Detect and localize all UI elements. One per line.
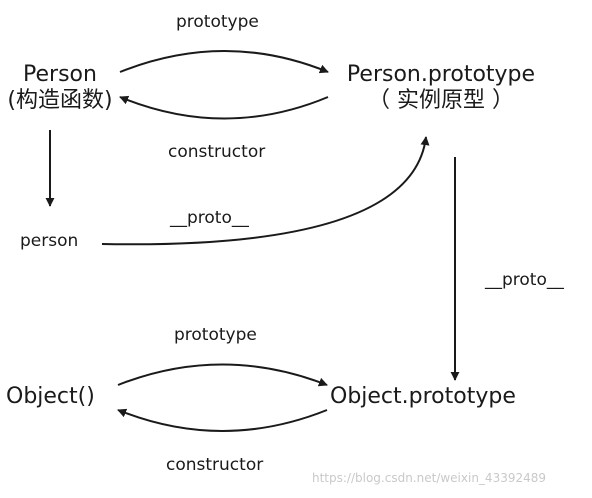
label-proto-person: __proto__ (170, 208, 249, 228)
label-proto-chain: __proto__ (485, 270, 564, 290)
proto-arrow-person (101, 136, 430, 246)
watermark: https://blog.csdn.net/weixin_43392489 (312, 471, 547, 485)
object-prototype-node: Object.prototype (330, 384, 516, 409)
prototype-arrow-top (119, 50, 329, 74)
label-constructor-bottom: constructor (166, 455, 264, 475)
person-prototype-name: Person.prototype (346, 62, 536, 87)
person-prototype-sub: （ 实例原型 ） (368, 88, 514, 114)
person-constructor-sub: (构造函数) (7, 88, 113, 114)
person-constructor-name: Person (23, 62, 97, 87)
label-prototype-bottom: prototype (174, 325, 257, 345)
person-constructor-node: Person (构造函数) (0, 62, 120, 115)
prototype-arrow-bottom (117, 363, 328, 387)
label-prototype-top: prototype (176, 12, 259, 32)
constructor-arrow-top (119, 95, 329, 120)
label-constructor-top: constructor (168, 142, 266, 162)
constructor-arrow-bottom (117, 408, 328, 432)
person-prototype-node: Person.prototype （ 实例原型 ） (332, 62, 550, 115)
person-instance-node: person (20, 231, 79, 251)
object-constructor-node: Object() (6, 384, 95, 409)
